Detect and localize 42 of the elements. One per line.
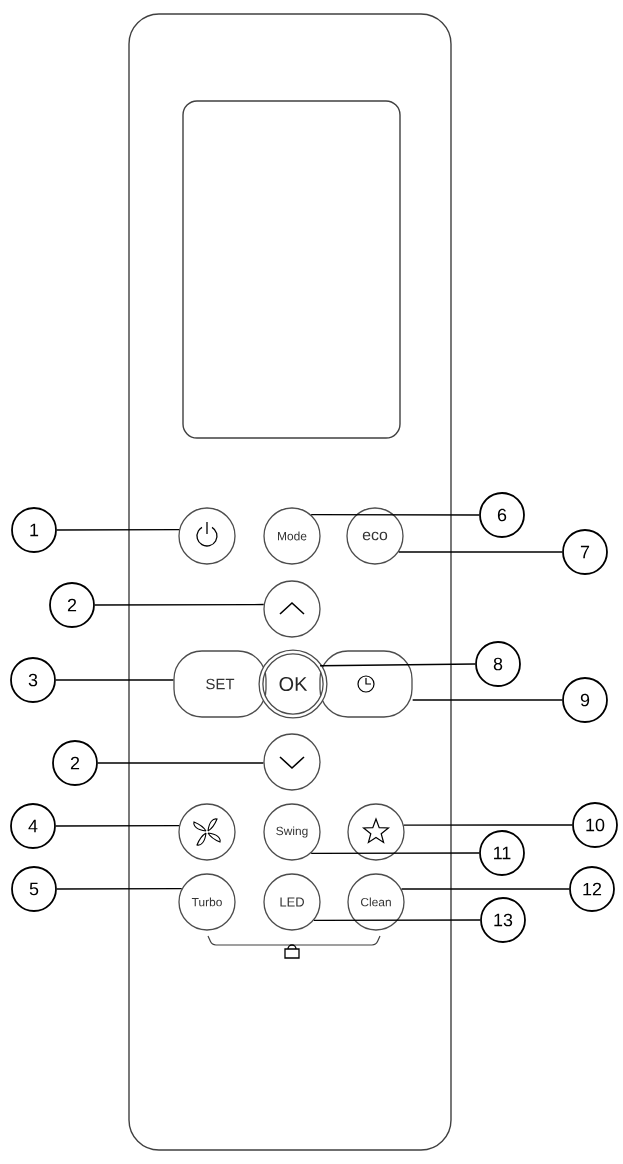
leader-line [403, 824, 573, 826]
callout-number: 13 [480, 897, 526, 943]
leader-line [56, 887, 183, 890]
swing-button: Swing [263, 803, 321, 861]
callout-number: 6 [479, 492, 525, 538]
leader-line [313, 919, 481, 922]
led-button: LED [263, 873, 321, 931]
leader-line [319, 663, 476, 667]
leader-line [398, 551, 563, 553]
down-button [263, 733, 321, 791]
leader-line [412, 699, 563, 701]
callout-number: 12 [569, 866, 615, 912]
leader-line [55, 824, 180, 827]
callout-number: 9 [562, 677, 608, 723]
leader-line [310, 514, 480, 516]
callout-number: 5 [11, 866, 57, 912]
fan-button [178, 803, 236, 861]
callout-number: 2 [52, 740, 98, 786]
callout-number: 4 [10, 803, 56, 849]
callout-number: 8 [475, 641, 521, 687]
star-button [347, 803, 405, 861]
callout-number: 3 [10, 657, 56, 703]
power-button [178, 507, 236, 565]
callout-number: 2 [49, 582, 95, 628]
callout-number: 11 [479, 830, 525, 876]
leader-line [94, 603, 265, 606]
leader-line [55, 679, 174, 681]
clean-button: Clean [347, 873, 405, 931]
leader-line [97, 762, 264, 764]
eco-button: eco [346, 507, 404, 565]
turbo-button: Turbo [178, 873, 236, 931]
up-button [263, 580, 321, 638]
leader-line [56, 528, 180, 531]
leader-line [400, 888, 570, 890]
mode-button: Mode [263, 507, 321, 565]
callout-number: 1 [11, 507, 57, 553]
timer-button [319, 650, 413, 718]
leader-line [310, 852, 480, 854]
callout-number: 10 [572, 802, 618, 848]
ok-button: OK [258, 649, 328, 719]
callout-number: 7 [562, 529, 608, 575]
set-button: SET [173, 650, 267, 718]
